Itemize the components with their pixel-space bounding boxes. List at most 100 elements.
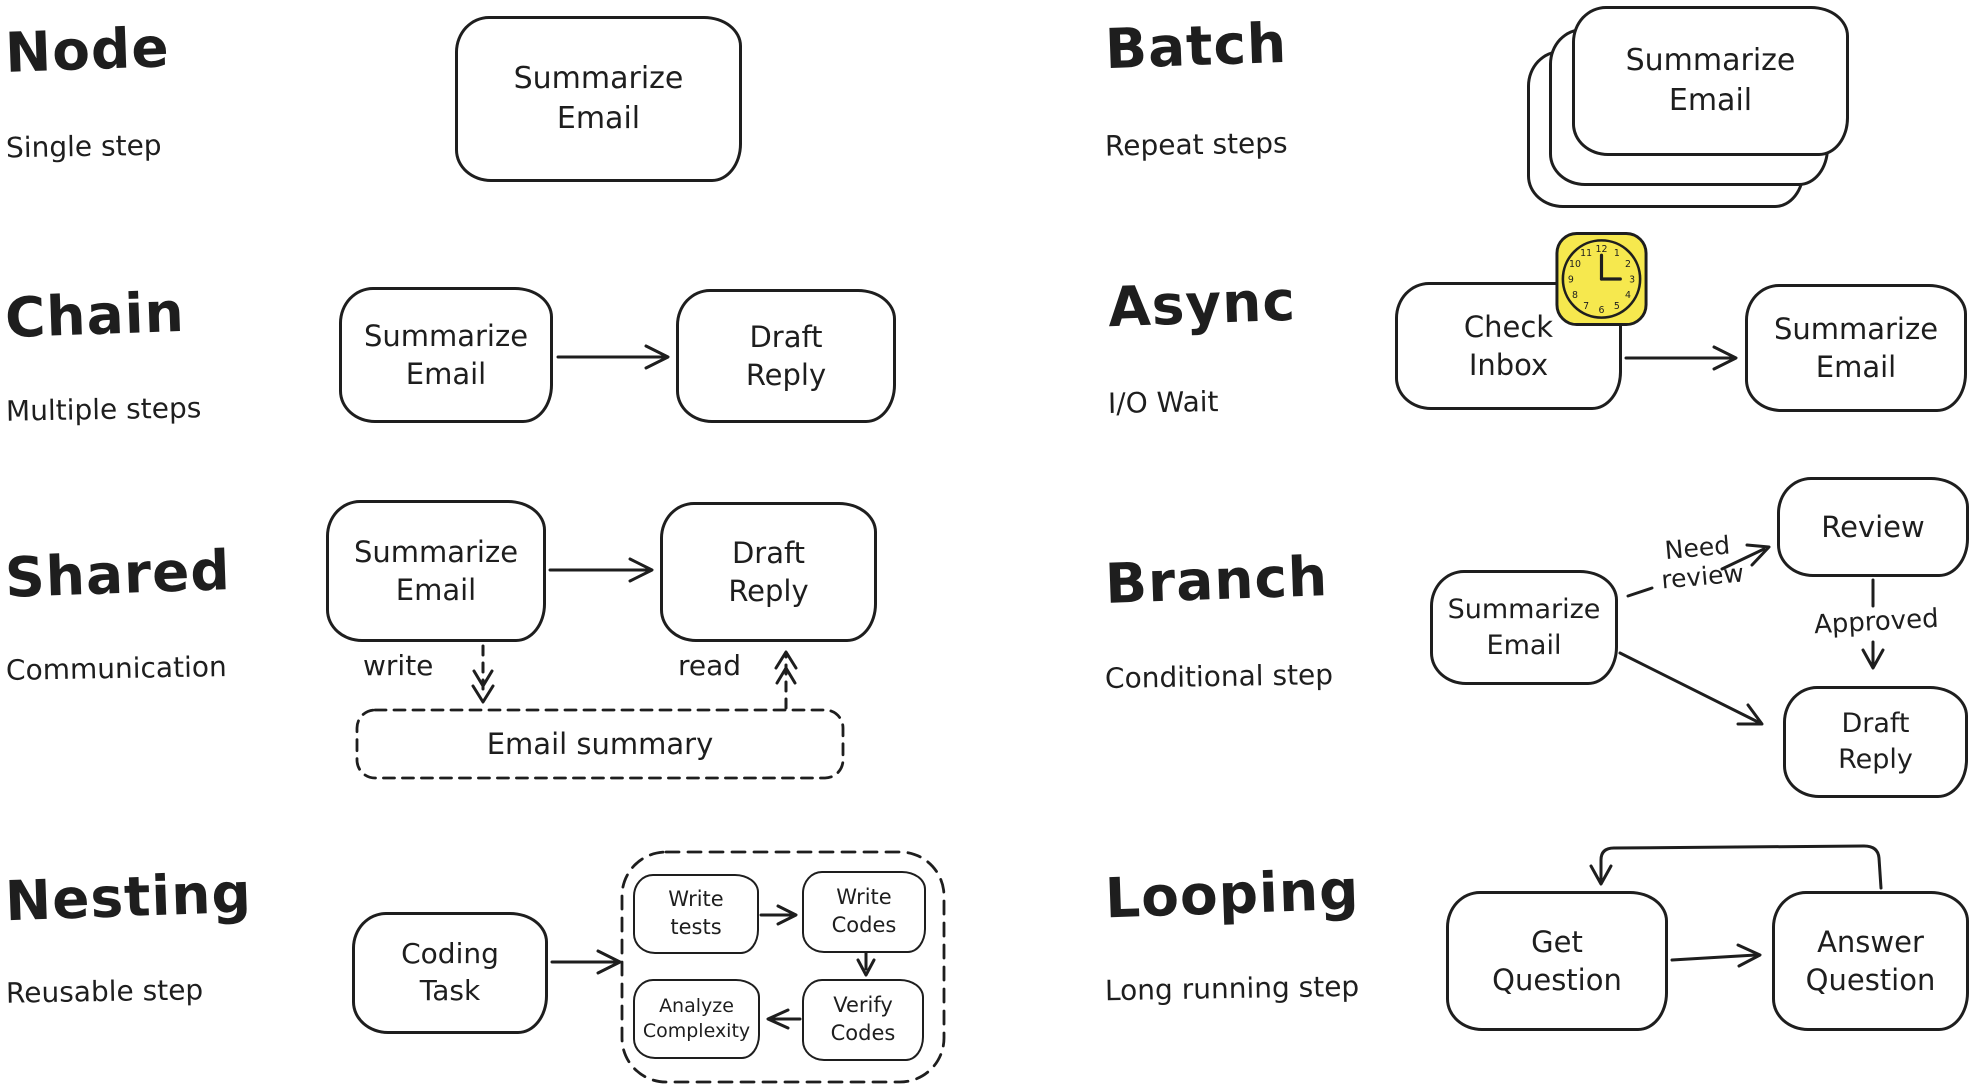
store-label: Email summary — [486, 726, 714, 761]
box-label-line: Get — [1531, 924, 1583, 959]
clock-number: 11 — [1580, 248, 1592, 259]
shared-summarize-email-box: Summarize Email — [326, 500, 546, 642]
box-label-line: Reply — [745, 358, 827, 392]
chain-arrow — [556, 344, 670, 370]
shared-write-arrow — [471, 644, 495, 704]
async-arrow — [1624, 345, 1738, 371]
box-label-line: Answer — [1817, 924, 1924, 959]
shared-read-arrow — [774, 650, 798, 710]
looping-back-arrow — [1589, 844, 1883, 890]
branch-need-review-label: Need review — [1658, 530, 1745, 595]
clock-number: 4 — [1625, 290, 1631, 301]
nesting-coding-task-box: Coding Task — [352, 912, 548, 1034]
box-label-line: Analyze — [659, 994, 734, 1017]
batch-section-title: Batch — [1103, 10, 1289, 82]
clock-number: 1 — [1614, 248, 1620, 259]
box-label-line: Summarize — [513, 61, 684, 97]
nesting-arrow — [550, 949, 622, 975]
box-label-line: Codes — [831, 913, 897, 937]
box-label-line: Summarize — [1447, 593, 1601, 625]
clock-number: 12 — [1596, 244, 1608, 255]
box-label-line: Write — [836, 885, 892, 910]
branch-approved-arrow — [1861, 578, 1885, 670]
clock-number: 5 — [1614, 301, 1620, 312]
box-label-line: Email — [1486, 629, 1562, 661]
async-section-subtitle: I/O Wait — [1107, 385, 1219, 420]
nesting-analyze-complexity-box: Analyze Complexity — [633, 979, 760, 1059]
branch-draft-arrow — [1618, 651, 1764, 726]
clock-icon: 12 1 2 3 4 5 6 7 8 9 10 11 — [1555, 231, 1648, 327]
box-label-line: Reply — [728, 574, 809, 608]
node-section-subtitle: Single step — [5, 128, 162, 165]
branch-summarize-email-box: Summarize Email — [1430, 570, 1618, 685]
box-label-line: Review — [1821, 509, 1925, 544]
box-label-line: Summarize — [353, 534, 519, 569]
shared-draft-reply-box: Draft Reply — [660, 502, 877, 642]
branch-section-subtitle: Conditional step — [1104, 658, 1334, 695]
box-label-line: Question — [1805, 963, 1936, 997]
nesting-section-title: Nesting — [3, 860, 253, 934]
chain-draft-reply-box: Draft Reply — [676, 289, 896, 423]
box-label-line: Summarize — [1625, 43, 1796, 79]
shared-section-subtitle: Communication — [5, 650, 227, 687]
chain-section-title: Chain — [3, 279, 186, 351]
shared-email-summary-store: Email summary — [357, 710, 843, 778]
clock-number: 9 — [1568, 274, 1574, 285]
box-label-line: Question — [1492, 963, 1622, 997]
nesting-write-codes-box: Write Codes — [802, 871, 926, 953]
nesting-verify-codes-box: Verify Codes — [802, 979, 924, 1061]
box-label-line: Verify — [833, 993, 893, 1018]
looping-forward-arrow — [1670, 943, 1762, 968]
box-label-line: Email — [405, 357, 487, 391]
node-section-title: Node — [3, 15, 171, 85]
box-label-line: Email — [1815, 350, 1897, 384]
nesting-write-tests-box: Write tests — [633, 874, 759, 954]
box-label-line: Task — [419, 974, 481, 1007]
node-summarize-email-box: Summarize Email — [455, 16, 742, 182]
clock-number: 6 — [1599, 305, 1605, 316]
looping-get-question-box: Get Question — [1446, 891, 1668, 1031]
box-label-line: Draft — [1841, 708, 1910, 740]
async-summarize-email-box: Summarize Email — [1745, 284, 1967, 412]
box-label-line: Reply — [1838, 744, 1913, 775]
box-label-line: Draft — [731, 535, 806, 570]
batch-summarize-email-box: Summarize Email — [1572, 6, 1849, 156]
looping-section-title: Looping — [1103, 857, 1361, 931]
clock-number: 7 — [1583, 301, 1589, 312]
box-label-line: Inbox — [1468, 348, 1549, 382]
shared-arrow — [548, 557, 654, 583]
branch-review-box: Review — [1777, 477, 1969, 577]
clock-number: 3 — [1629, 274, 1635, 285]
box-label-line: Summarize — [1773, 311, 1939, 346]
box-label-line: Codes — [830, 1021, 896, 1045]
chain-summarize-email-box: Summarize Email — [339, 287, 553, 423]
nesting-container-box — [620, 850, 946, 1084]
looping-answer-question-box: Answer Question — [1772, 891, 1969, 1031]
branch-section-title: Branch — [1103, 544, 1330, 616]
box-label-line: Summarize — [363, 318, 529, 353]
async-section-title: Async — [1106, 268, 1297, 340]
looping-section-subtitle: Long running step — [1104, 969, 1360, 1008]
box-label-line: Complexity — [642, 1020, 751, 1042]
branch-need-review-arrow — [1626, 543, 1771, 598]
chain-section-subtitle: Multiple steps — [5, 391, 202, 428]
box-label-line: Email — [556, 101, 641, 136]
clock-number: 8 — [1572, 290, 1578, 301]
box-label-line: Write — [668, 887, 724, 912]
batch-section-subtitle: Repeat steps — [1104, 126, 1288, 163]
box-label-line: Email — [1668, 83, 1753, 118]
box-label-line: Draft — [749, 319, 823, 354]
shared-store-box — [355, 708, 845, 780]
nesting-write-tests-to-write-codes-arrow — [759, 904, 798, 926]
shared-section-title: Shared — [3, 538, 232, 610]
box-label-line: Coding — [401, 937, 499, 971]
nesting-write-codes-to-verify-codes-arrow — [856, 951, 876, 977]
box-label-line: Email — [395, 573, 477, 607]
nesting-section-subtitle: Reusable step — [5, 973, 204, 1010]
shared-write-label: write — [363, 649, 434, 682]
clock-number: 10 — [1569, 259, 1581, 270]
shared-read-label: read — [678, 649, 742, 682]
box-label-line: Check — [1463, 309, 1554, 344]
